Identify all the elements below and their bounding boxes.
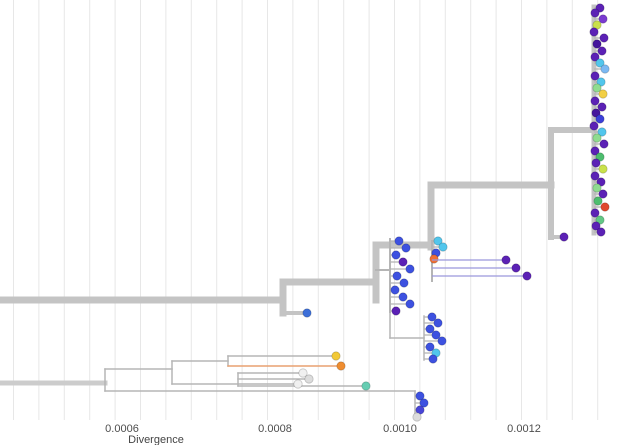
tree-tip[interactable] <box>298 368 308 378</box>
tree-tip[interactable] <box>592 39 602 49</box>
tree-tip[interactable] <box>591 221 601 231</box>
tree-tip[interactable] <box>522 271 532 281</box>
tree-tip[interactable] <box>501 255 511 265</box>
tree-tip[interactable] <box>598 14 608 24</box>
tree-tip[interactable] <box>590 8 600 18</box>
tree-tip[interactable] <box>412 412 422 422</box>
tree-tip[interactable] <box>599 33 609 43</box>
tree-tip[interactable] <box>596 227 606 237</box>
tree-tip[interactable] <box>399 278 409 288</box>
x-axis-tick-label: 0.0008 <box>258 423 292 435</box>
x-axis-tick-label: 0.0006 <box>105 423 139 435</box>
tree-tip[interactable] <box>390 285 400 295</box>
tree-tip[interactable] <box>590 171 600 181</box>
tree-tip[interactable] <box>597 127 607 137</box>
tree-tip[interactable] <box>589 27 599 37</box>
tree-tip[interactable] <box>394 236 404 246</box>
tree-tip[interactable] <box>429 254 439 264</box>
tree-tip[interactable] <box>590 71 600 81</box>
tree-tip[interactable] <box>415 391 425 401</box>
tree-tip[interactable] <box>405 264 415 274</box>
tree-tip[interactable] <box>425 324 435 334</box>
tree-tip[interactable] <box>361 381 371 391</box>
tree-tip[interactable] <box>431 330 441 340</box>
tree-tip[interactable] <box>597 46 607 56</box>
tree-tip[interactable] <box>593 196 603 206</box>
tree-tip[interactable] <box>559 232 569 242</box>
tree-tip[interactable] <box>437 336 447 346</box>
tree-tip[interactable] <box>398 292 408 302</box>
tree-tip[interactable] <box>293 379 303 389</box>
tree-tip[interactable] <box>600 64 610 74</box>
tree-tip[interactable] <box>433 236 443 246</box>
tree-tip[interactable] <box>592 133 602 143</box>
tree-tip[interactable] <box>302 308 312 318</box>
tree-tip[interactable] <box>428 354 438 364</box>
tree-tip[interactable] <box>419 398 429 408</box>
tree-tip[interactable] <box>590 52 600 62</box>
tree-tip[interactable] <box>438 242 448 252</box>
tree-tip[interactable] <box>598 164 608 174</box>
tree-tip[interactable] <box>590 208 600 218</box>
tree-tip[interactable] <box>391 306 401 316</box>
tree-tip[interactable] <box>331 351 341 361</box>
tree-tip[interactable] <box>392 271 402 281</box>
tree-tip[interactable] <box>590 96 600 106</box>
tree-tip[interactable] <box>511 263 521 273</box>
tree-tip[interactable] <box>336 361 346 371</box>
tree-tip[interactable] <box>427 312 437 322</box>
tree-tip[interactable] <box>405 299 415 309</box>
tree-tip[interactable] <box>591 108 601 118</box>
tree-tip[interactable] <box>433 318 443 328</box>
tree-tip[interactable] <box>598 89 608 99</box>
tree-tip[interactable] <box>304 374 314 384</box>
tree-tip[interactable] <box>599 139 609 149</box>
tree-tip[interactable] <box>598 189 608 199</box>
tree-tip[interactable] <box>595 114 605 124</box>
tree-tip[interactable] <box>425 342 435 352</box>
tree-tip[interactable] <box>591 158 601 168</box>
tree-tip[interactable] <box>592 183 602 193</box>
tree-tip[interactable] <box>590 146 600 156</box>
x-axis-tick-label: 0.0010 <box>383 423 417 435</box>
tree-tip[interactable] <box>391 250 401 260</box>
tree-tip[interactable] <box>595 58 605 68</box>
x-axis-tick-label: 0.0012 <box>507 423 541 435</box>
tree-tip[interactable] <box>597 102 607 112</box>
tree-tip[interactable] <box>596 177 606 187</box>
tree-tip[interactable] <box>589 121 599 131</box>
tree-tip[interactable] <box>595 215 605 225</box>
tree-tip[interactable] <box>596 77 606 87</box>
x-axis-title: Divergence <box>128 434 184 445</box>
tree-tip[interactable] <box>592 83 602 93</box>
tree-tip[interactable] <box>595 152 605 162</box>
tree-tip[interactable] <box>600 202 610 212</box>
tree-tip[interactable] <box>401 243 411 253</box>
tree-tip[interactable] <box>398 257 408 267</box>
